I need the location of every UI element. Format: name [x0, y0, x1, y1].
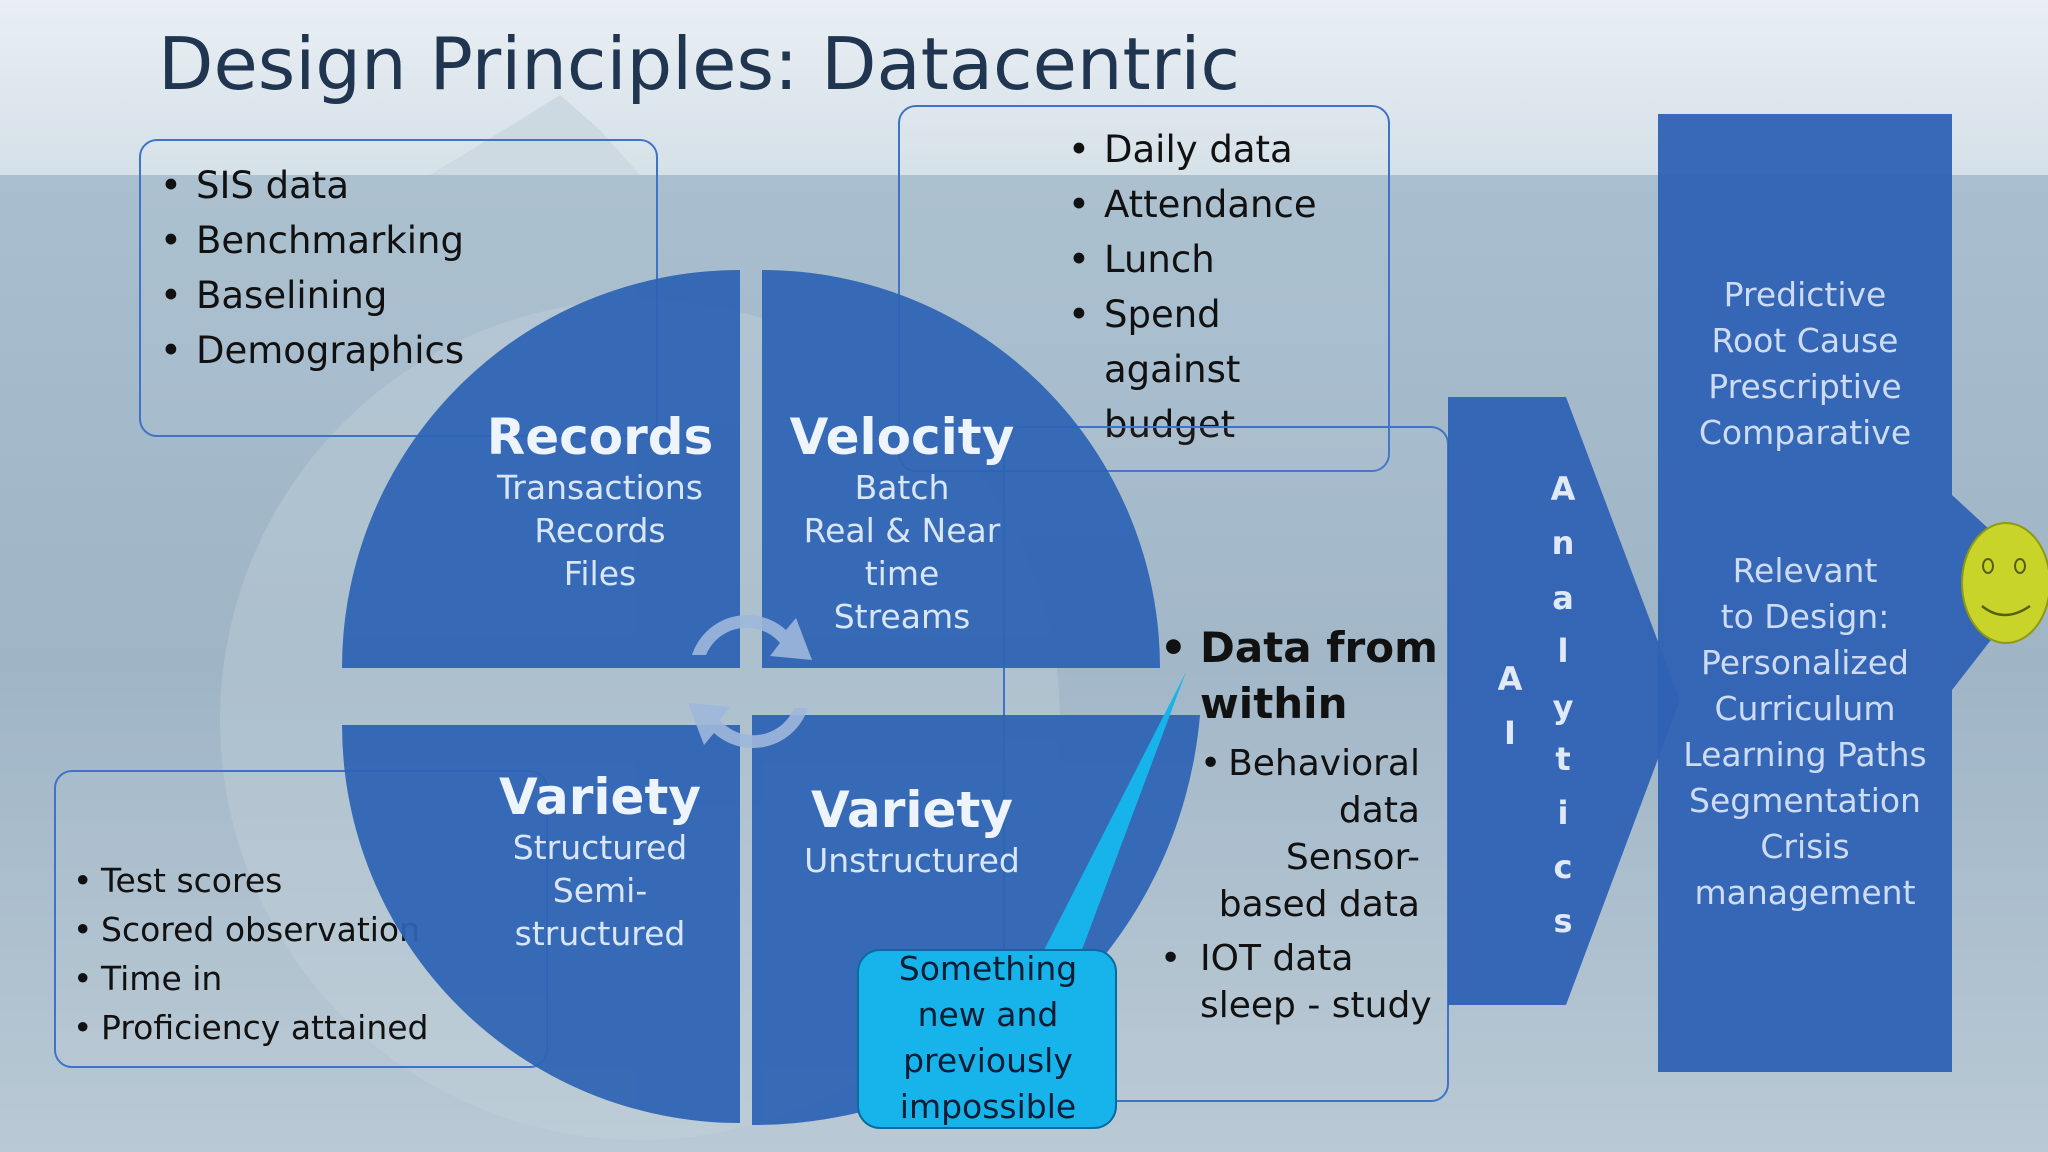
list-item: Spend against budget — [1068, 287, 1364, 452]
outcomes-group-analytics-types: Predictive Root Cause Prescriptive Compa… — [1658, 272, 1952, 456]
analytics-letter: i — [1557, 794, 1569, 832]
outcome-item: to Design: — [1720, 597, 1890, 636]
list-item: Test scores — [73, 856, 429, 905]
variety-unstructured-line: Unstructured — [804, 841, 1020, 880]
callout-line: Something — [898, 949, 1078, 988]
analytics-letter: n — [1551, 524, 1575, 562]
variety-structured-line: Semi- — [552, 871, 648, 910]
records-line: Records — [534, 511, 666, 550]
outcomes-arrow — [1658, 114, 2008, 1072]
velocity-line: Real & Near — [803, 511, 1001, 550]
variety-structured-label: Variety Structured Semi- structured — [460, 768, 740, 955]
ai-letter: A — [1497, 660, 1523, 698]
callout-line: impossible — [899, 1087, 1077, 1126]
slide-title: Design Principles: Datacentric — [158, 22, 1240, 106]
analytics-letter: a — [1552, 579, 1574, 617]
analytics-letter: y — [1552, 688, 1574, 726]
callout-bubble — [857, 949, 1117, 1129]
ai-letter: I — [1504, 714, 1516, 752]
variety-structured-line: Structured — [512, 828, 688, 867]
daily-data-list: Daily data Attendance Lunch Spend agains… — [1068, 122, 1364, 452]
iot-data-text: • IOT data sleep - study — [1160, 935, 1432, 1029]
list-item: Demographics — [160, 323, 464, 378]
variety-structured-heading: Variety — [499, 768, 701, 826]
behavioral-line: based data — [1218, 884, 1420, 925]
callout-text: Something new and previously impossible — [858, 946, 1118, 1130]
outcome-item: Segmentation — [1689, 781, 1921, 820]
list-item: Scored observation — [73, 905, 429, 954]
smiley-face-icon — [1961, 522, 2048, 644]
data-from-within-heading: • Data from within — [1160, 620, 1438, 732]
list-item: Time in — [73, 954, 429, 1003]
callout-line: previously — [903, 1041, 1073, 1080]
behavioral-line: Behavioral — [1228, 743, 1420, 784]
variety-structured-quadrant — [342, 725, 740, 1123]
behavioral-line: Sensor- — [1285, 837, 1420, 878]
outcome-item: Curriculum — [1714, 689, 1896, 728]
variety-unstructured-label: Variety Unstructured — [770, 781, 1054, 882]
velocity-line: Batch — [854, 468, 950, 507]
list-item: Proficiency attained — [73, 1003, 429, 1052]
sis-data-list: SIS data Benchmarking Baselining Demogra… — [160, 158, 464, 378]
outcomes-group-design: Relevant to Design: Personalized Curricu… — [1658, 548, 1952, 916]
outcome-item: Crisis — [1760, 827, 1850, 866]
list-item: Baselining — [160, 268, 464, 323]
velocity-label: Velocity Batch Real & Near time Streams — [762, 408, 1042, 638]
velocity-line: time — [864, 554, 940, 593]
behavioral-line: data — [1338, 790, 1420, 831]
outcome-item: Prescriptive — [1708, 367, 1902, 406]
callout-pointer — [1040, 672, 1186, 958]
list-item: Benchmarking — [160, 213, 464, 268]
records-quadrant — [342, 270, 740, 668]
variety-unstructured-heading: Variety — [811, 781, 1013, 839]
heading-line: within — [1200, 679, 1348, 728]
velocity-heading: Velocity — [789, 408, 1015, 466]
list-item: SIS data — [160, 158, 464, 213]
outcome-item: Comparative — [1698, 413, 1912, 452]
records-line: Files — [563, 554, 637, 593]
outcome-item: Relevant — [1732, 551, 1878, 590]
callout-line: new and — [917, 995, 1059, 1034]
iot-line: sleep - study — [1200, 985, 1432, 1026]
analytics-letter: A — [1550, 470, 1576, 508]
cycle-arrows-icon — [688, 615, 812, 748]
velocity-quadrant — [762, 270, 1160, 668]
analytics-letter: c — [1553, 848, 1573, 886]
outcome-item: Personalized — [1700, 643, 1910, 682]
behavioral-data-text: • Behavioral data Sensor- based data — [1200, 740, 1420, 928]
outcome-item: Learning Paths — [1683, 735, 1927, 774]
list-item: Daily data — [1068, 122, 1364, 177]
records-label: Records Transactions Records Files — [460, 408, 740, 595]
outcome-item: Root Cause — [1711, 321, 1899, 360]
analytics-letter: l — [1557, 632, 1569, 670]
iot-line: IOT data — [1200, 938, 1354, 979]
outcome-item: Predictive — [1723, 275, 1887, 314]
variety-structured-line: structured — [514, 914, 686, 953]
outcome-item: management — [1694, 873, 1916, 912]
test-scores-list: Test scores Scored observation Time in P… — [73, 856, 429, 1052]
analytics-letter: s — [1553, 902, 1573, 940]
records-heading: Records — [486, 408, 714, 466]
list-item: Attendance — [1068, 177, 1364, 232]
analytics-letter: t — [1555, 740, 1571, 778]
records-line: Transactions — [497, 468, 703, 507]
analytics-arrow — [1448, 397, 1680, 1005]
velocity-line: Streams — [833, 597, 971, 636]
heading-line: Data from — [1200, 623, 1438, 672]
list-item: Lunch — [1068, 232, 1364, 287]
